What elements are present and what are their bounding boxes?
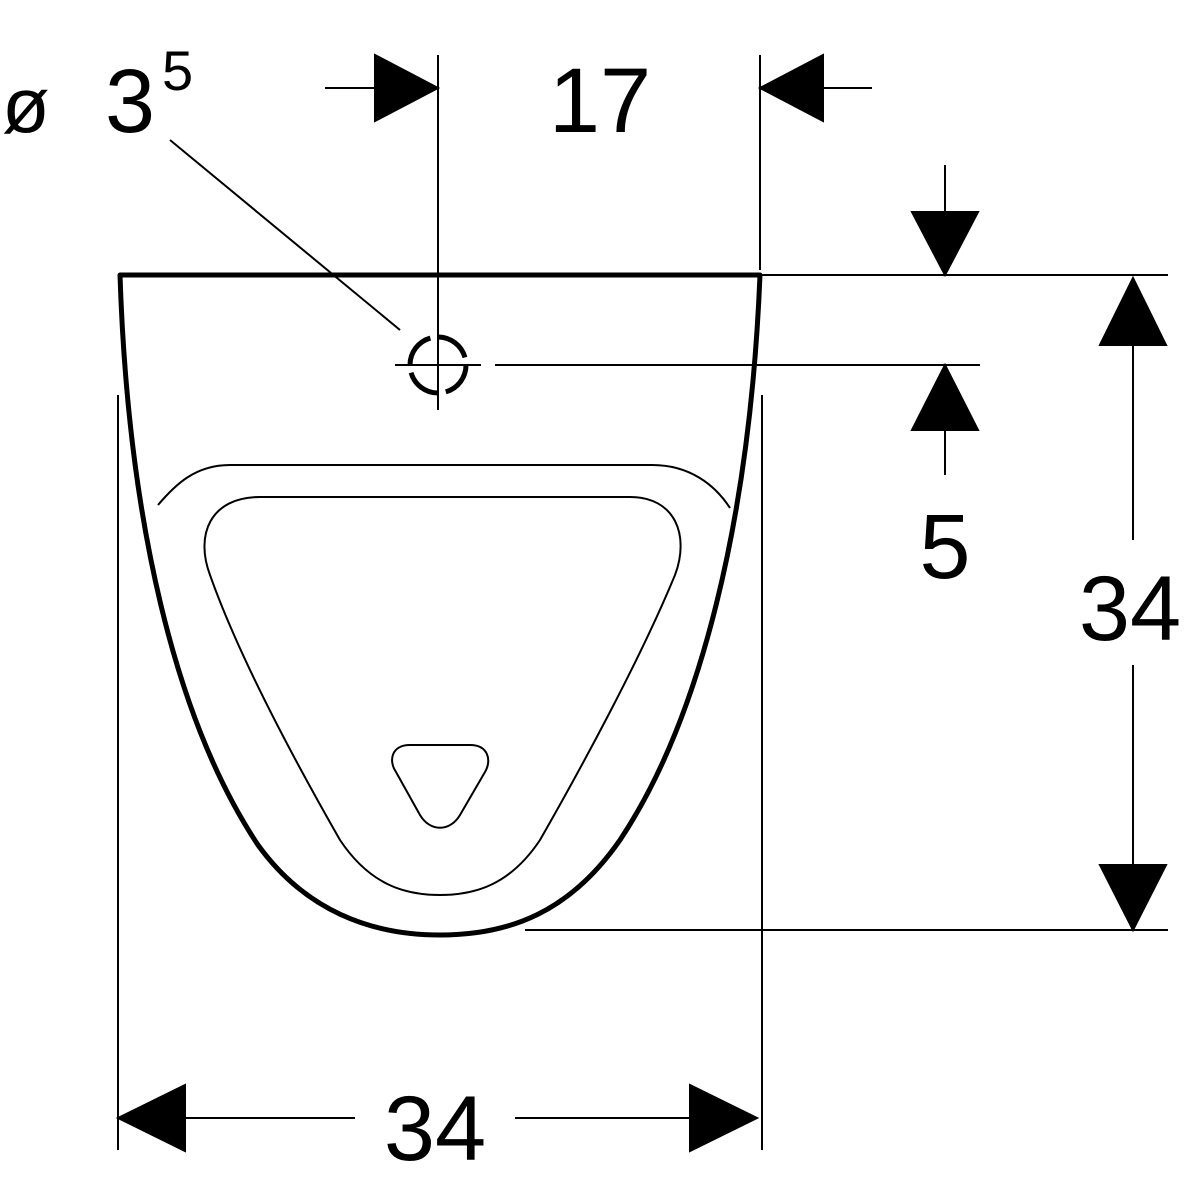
height-label: 34 [1079, 558, 1181, 660]
arrow-down-icon [910, 211, 980, 278]
bowl-outline [117, 272, 763, 938]
arrow-up-icon [910, 362, 980, 431]
arrow-up-icon [1098, 275, 1168, 346]
arrow-right-icon [374, 53, 441, 123]
width-label: 34 [384, 1078, 486, 1180]
hole-offset-horizontal-label: 17 [549, 50, 651, 152]
diameter-value: 3 [105, 52, 155, 152]
inner-basin [203, 496, 682, 897]
arrow-down-icon [1098, 864, 1168, 933]
dimension-arrows [115, 53, 1168, 1153]
diameter-symbol: ø [2, 61, 50, 149]
diameter-superscript: 5 [162, 39, 193, 102]
rim-line [157, 464, 731, 509]
drain [391, 744, 490, 829]
arrow-right-icon [689, 1083, 760, 1153]
extension-lines [117, 55, 1168, 1150]
hole-offset-vertical-label: 5 [919, 496, 970, 598]
arrow-left-icon [757, 53, 824, 123]
arrow-left-icon [115, 1083, 186, 1153]
